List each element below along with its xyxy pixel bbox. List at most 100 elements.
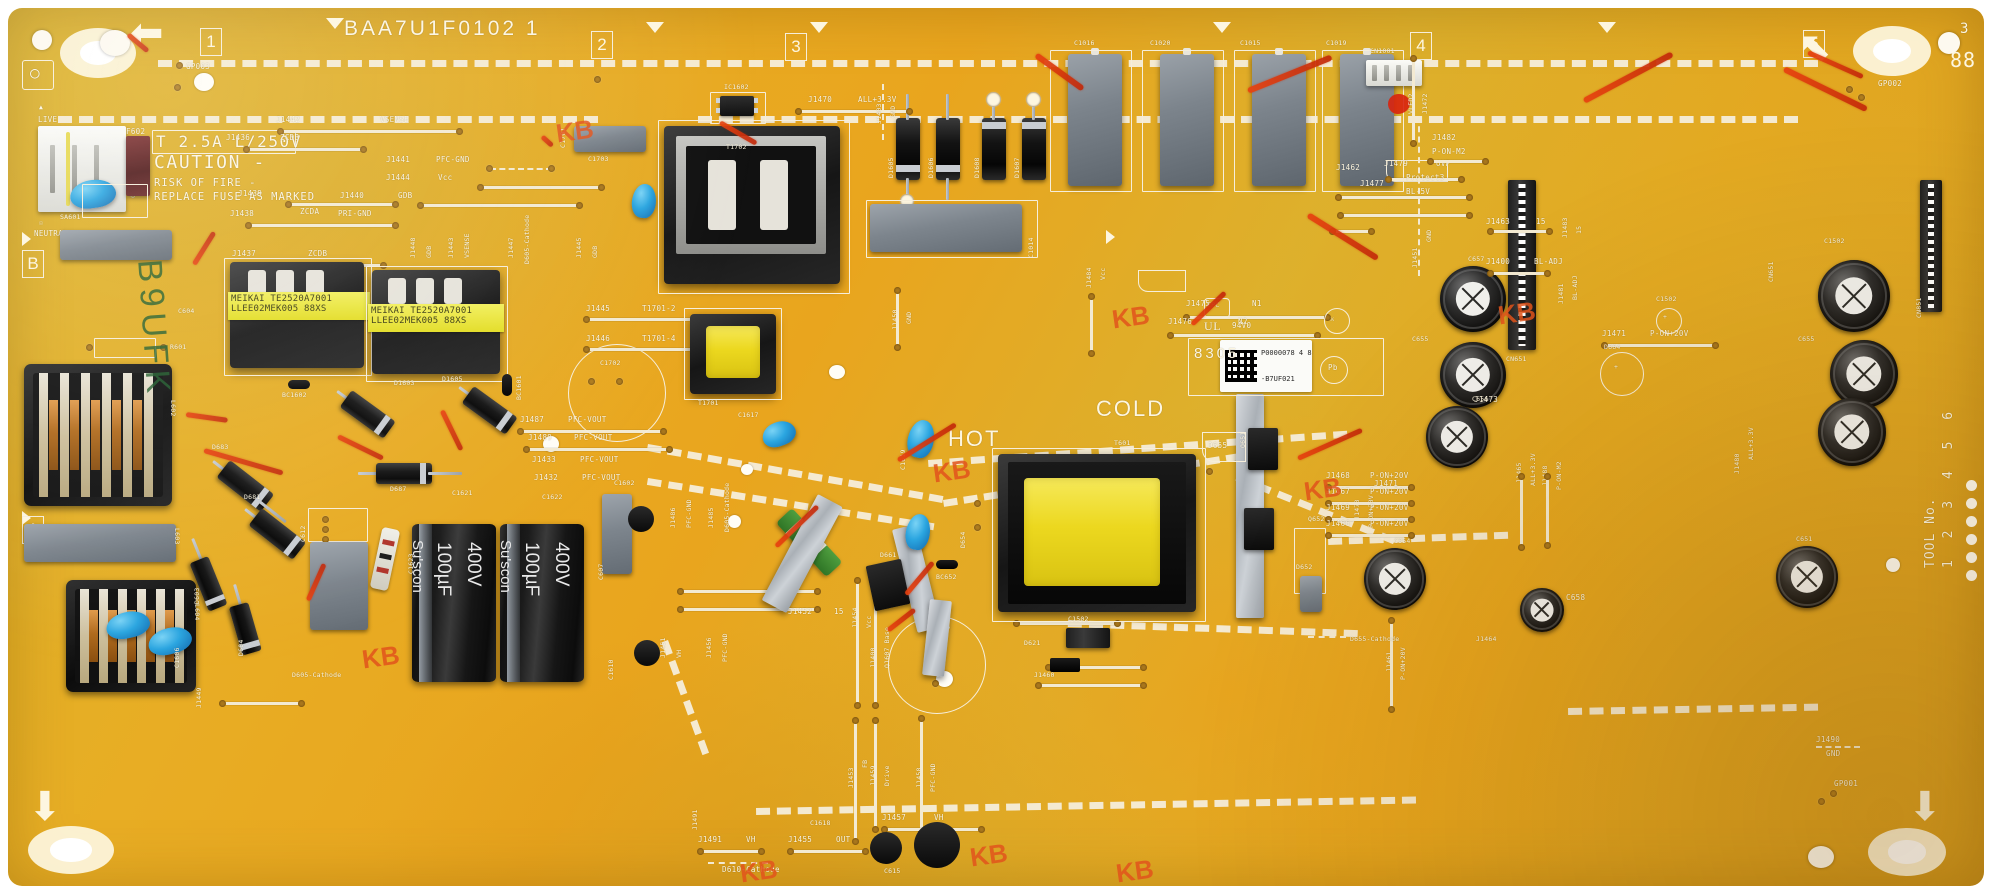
testpoint-label-j1466: J1466 <box>1326 519 1351 528</box>
testpoint-j1469 <box>1325 515 1415 523</box>
refdes-c1621: C1621 <box>452 489 473 497</box>
tool-number-label: TOOL No. <box>1923 497 1938 568</box>
testpoint-net-j1465: ALL+3.3V <box>1529 453 1537 486</box>
testpoint-net-j1438: PRI-GND <box>338 209 372 218</box>
isolation-line <box>698 116 1798 123</box>
component-bc1602 <box>288 380 310 389</box>
component-outline <box>308 508 368 542</box>
refdes-c615: C615 <box>884 867 901 875</box>
y-capacitor-c1617 <box>758 416 800 452</box>
film-capacitor <box>310 542 368 630</box>
testpoint-net-j1458: PFC-GND <box>929 763 937 792</box>
testpoint-label-j1473: J1473 <box>1474 395 1499 404</box>
testpoint-net-j1442: VSENSE <box>380 115 409 124</box>
lead <box>992 94 995 120</box>
refdes-bc1601: BC1601 <box>515 375 523 400</box>
testpoint-net-j1468: P-ON+20V <box>1370 471 1409 480</box>
testpoint-j1454 <box>853 577 861 709</box>
date-code: 8305 <box>1194 345 1240 362</box>
kb-stamp: KB <box>968 837 1010 873</box>
pad <box>616 378 623 385</box>
testpoint-j1468 <box>1325 483 1415 491</box>
kb-stamp: KB <box>554 113 596 149</box>
pb-free-mark-circle <box>1324 308 1350 334</box>
pad <box>932 680 939 687</box>
testpoint-j1453 <box>851 717 859 845</box>
silk-outline <box>1138 270 1186 292</box>
testpoint-label-j1441: J1441 <box>386 155 411 164</box>
testpoint-label-j1472: J1472 <box>1421 93 1429 114</box>
testpoint-label-j1444: J1444 <box>386 173 411 182</box>
refdes-t1702: T1702 <box>726 143 747 151</box>
refdes-c1502: C1502 <box>1824 237 1845 245</box>
via-hole <box>1886 558 1900 572</box>
round-cap-c659 <box>1830 340 1898 408</box>
refdes-d661: D661 <box>880 551 897 559</box>
testpoint-net-j1452: 15 <box>834 607 844 616</box>
refdes-d1606: D1606 <box>927 157 935 178</box>
diode-d1603 <box>339 390 396 439</box>
fuse-rating-box <box>152 130 296 154</box>
testpoint-j1466 <box>1325 531 1415 539</box>
transistor-q652 <box>1244 508 1274 550</box>
testpoint-j1490-dash <box>1816 746 1860 748</box>
pad <box>486 165 493 172</box>
round-cap-c657 <box>1440 266 1506 332</box>
transformer-tape-2: MEIKAI TE2520A7001 LLEE02MEK005 88XS <box>368 304 504 332</box>
round-cap-c655 <box>1440 342 1506 408</box>
testpoint-j1479 <box>1385 175 1465 183</box>
testpoint-label-j1442: J1442 <box>276 115 301 124</box>
refdes-l603: L603 <box>173 528 181 545</box>
refdes-c656: C656 <box>1472 395 1489 403</box>
live-symbol-icon: ▲ <box>39 103 44 111</box>
component-outline <box>1050 50 1132 192</box>
pcb-board: BAA7U1F0102 1 3 88 1 2 3 4 5 B A ○ ⬅ ⬉ ⬇… <box>8 8 1984 888</box>
component-outline <box>992 448 1206 622</box>
silk-circle <box>1600 352 1644 396</box>
testpoint-j1484 <box>1087 293 1095 357</box>
refdes-q652: Q652 <box>1308 515 1325 523</box>
mounting-ring <box>28 826 114 874</box>
pad <box>322 536 329 543</box>
refdes-c604: C604 <box>178 307 195 315</box>
testpoint-label-j1489: J1489 <box>528 433 553 442</box>
testpoint-net-j1482: P-ON-M2 <box>1432 147 1466 156</box>
component-outline <box>366 266 508 382</box>
testpoint-j1442 <box>277 127 463 135</box>
diode-d1607 <box>1022 118 1046 180</box>
testpoint-net-j1476: N2 <box>1238 317 1248 326</box>
refdes-l602: L602 <box>169 400 177 417</box>
testpoint-net-j1480: ALL+3.3V <box>1747 427 1755 460</box>
testpoint-net-j1490: GND <box>1826 749 1841 758</box>
refdes-d621: D621 <box>1024 639 1041 647</box>
refdes-d654: D654 <box>959 531 967 548</box>
round-cap-c658 <box>1818 260 1890 332</box>
round-cap-c654 <box>1364 548 1426 610</box>
refdes-c1623: C1623 <box>407 553 415 574</box>
refdes-c1020: C1020 <box>1150 39 1171 47</box>
tool-dot-1 <box>1966 570 1977 581</box>
pad <box>1206 468 1213 475</box>
testpoint-j1488 <box>1543 473 1551 549</box>
transformer-tape-1: MEIKAI TE2520A7001 LLEE02MEK005 88XS <box>228 292 370 320</box>
diode-d687 <box>376 463 432 484</box>
silk-outline <box>1202 432 1246 462</box>
refdes-c655b: C655 <box>1798 335 1815 343</box>
testpoint-net-j1445b: GDB <box>591 245 599 258</box>
testpoint-label-j1487: J1487 <box>520 415 545 424</box>
refdes-d655: D655 <box>1208 441 1228 450</box>
smd-component <box>1050 658 1080 672</box>
block-capacitor-c1016 <box>1068 48 1122 186</box>
flammability-rating: 94V0 <box>1232 321 1252 330</box>
testpoint-net-j1451b: VH <box>675 649 683 658</box>
testpoint-net-cn651: CN651 <box>1767 261 1775 282</box>
wire <box>66 132 70 206</box>
testpoint-label-j1469: J1469 <box>1326 503 1351 512</box>
ground-pad <box>1858 94 1865 101</box>
main-transformer-t1702 <box>664 126 840 284</box>
testpoint-net-j1456: PFC-GND <box>721 633 729 662</box>
refdes-d1605r: D1605 <box>887 157 895 178</box>
testpoint-net-j1444: Vcc <box>438 173 453 182</box>
pad <box>548 165 555 172</box>
component-outline <box>866 200 1038 258</box>
